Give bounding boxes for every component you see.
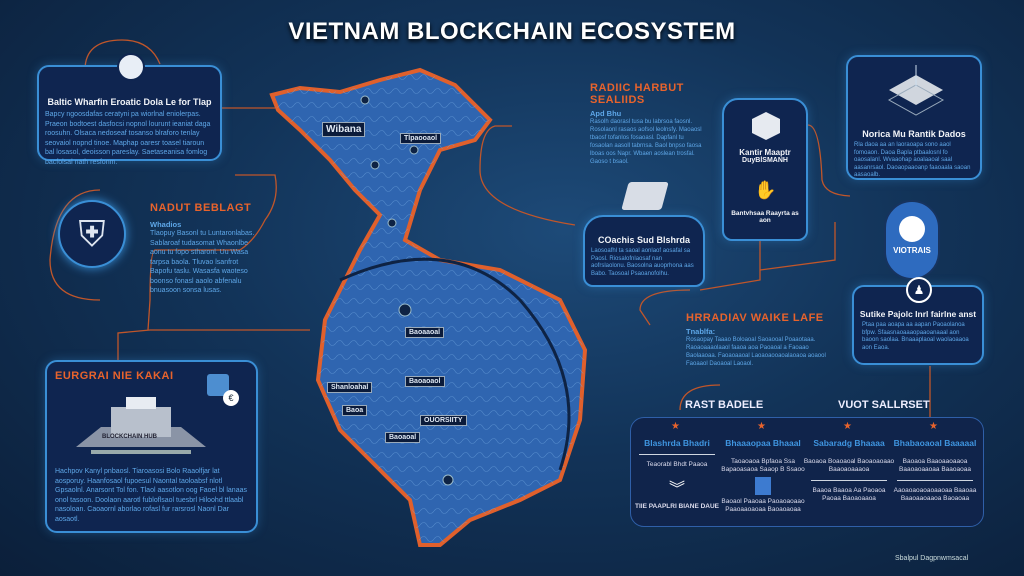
person-icon: ♟	[906, 277, 932, 303]
phone-icon	[755, 477, 771, 495]
comparison-column: ★ Bhaaaopaa Bhaaal Taoaoaoa Bpfaoa Ssa B…	[721, 421, 805, 513]
map-label: Baoa	[342, 405, 368, 416]
map-label: Baoaaoal	[405, 327, 445, 338]
cube-icon	[752, 112, 780, 140]
card-sutike: ♟ Sutike Pajolc Inrl fairlne anst Ptaa p…	[852, 277, 984, 365]
wave-icon	[899, 216, 925, 242]
section-radic: RADIIC HARBUT SEALIIDS Apd Bhu Rasolh da…	[590, 82, 702, 165]
vietnam-badge: VIOTRAIS	[884, 200, 940, 280]
map-label: OUORSIITY	[420, 415, 467, 426]
globe-shield-icon: ⛨	[58, 200, 126, 268]
map-label: Wibana	[322, 122, 366, 137]
app-icon	[207, 374, 229, 396]
comparison-column: ★ Bhabaoaoal Baaaaal Baoaoa Baaoaaoaaoa …	[893, 421, 977, 502]
comparison-column: ★ Sabaradg Bhaaaa Baoaoa Boaoaoal Baoaoa…	[803, 421, 895, 502]
card-mobile: Kantir Maaptr DuyBlSMANH ✋ Bantvhsaa Raa…	[722, 98, 808, 241]
star-icon: ★	[671, 421, 680, 432]
star-icon: ★	[843, 421, 852, 432]
card-coachis: COachis Sud Blshrda Laosoafhl ta saoal a…	[583, 182, 705, 287]
star-icon: ★	[929, 421, 938, 432]
map-label: Baoaoaol	[405, 376, 445, 387]
card-baltic: Baltic Wharfin Eroatic Dola Le for Tlap …	[37, 53, 222, 166]
server-icon	[621, 182, 669, 210]
map-label: Baoaoal	[385, 432, 421, 443]
section-hrradiav: HRRADIAV WAIKE LAFE Tnablfa: Rosaopay Ta…	[686, 312, 826, 367]
comparison-panel: ★ Blashrda Bhadri Teaorabl Bhdt Paaoa ︾ …	[630, 417, 984, 527]
layers-chip-icon	[887, 65, 945, 116]
star-icon: ★	[757, 421, 766, 432]
comparison-column: ★ Blashrda Bhadri Teaorabl Bhdt Paaoa ︾ …	[631, 418, 723, 511]
chevron-badge-icon: ︾	[668, 481, 685, 498]
coin-icon: €	[223, 390, 239, 406]
map-label: Shanloahal	[327, 382, 373, 393]
lightbulb-icon	[117, 53, 145, 81]
map-label: Tlpaooaol	[400, 133, 442, 144]
page-title: VIETNAM BLOCKCHAIN ECOSYSTEM	[288, 18, 736, 45]
card-eurgrai: EURGRAI NIE KAKAI € BLOCKCHAIN HUB Hachp…	[45, 360, 258, 533]
footer-credit: Sbalpul Dagpnwmsacal	[895, 555, 969, 562]
handshake-icon: ✋	[754, 180, 777, 200]
building-icon	[76, 397, 206, 454]
card-norica: Norica Mu Rantik Dados Rla daoa aa an la…	[846, 55, 982, 180]
section-nadut: NADUT BEBLAGT Whadios Tlaopuy Basonl tu …	[150, 202, 255, 294]
